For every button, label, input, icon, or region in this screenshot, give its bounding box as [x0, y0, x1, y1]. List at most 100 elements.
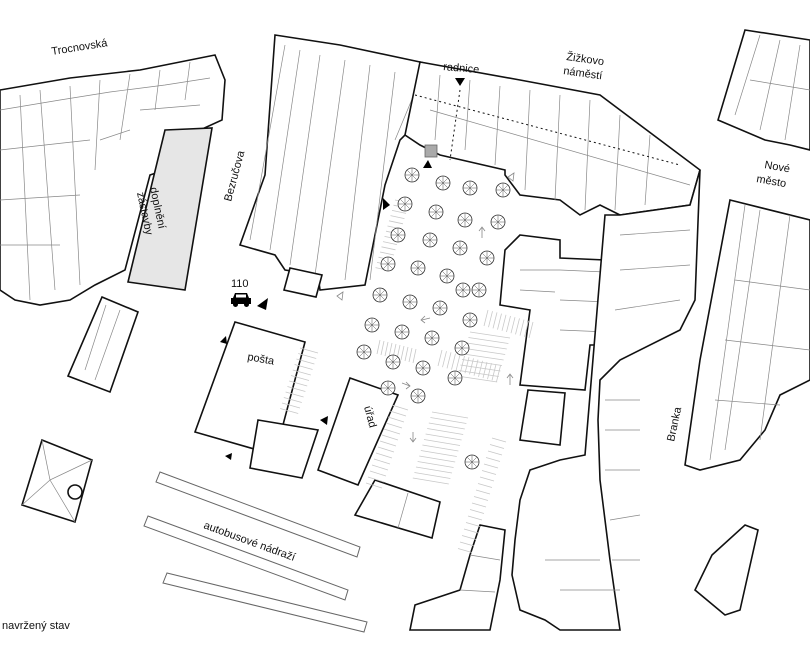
tree-icon [457, 212, 473, 228]
parking-stall [467, 515, 483, 521]
parking-stall [382, 241, 398, 245]
tree-icon [479, 250, 495, 266]
parking-stall [487, 450, 503, 456]
tree-icon [490, 214, 506, 230]
parking-stall [420, 450, 457, 457]
infill-block [127, 127, 213, 291]
label-zizkovo-2: náměstí [563, 65, 603, 82]
block-zizkovo [404, 61, 701, 216]
tree-icon [462, 180, 478, 196]
parking-stall [483, 309, 489, 327]
parking-stall [461, 535, 477, 540]
tree-icon [364, 317, 380, 333]
parking-stall [446, 352, 452, 369]
parking-stall [296, 358, 315, 365]
tree-icon [397, 196, 413, 212]
parking-stall [375, 452, 393, 459]
parking-stall [423, 439, 461, 446]
parking-stall [404, 346, 409, 362]
label-posta: pošta [246, 351, 275, 368]
parking-stall [383, 428, 401, 435]
parking-stall [496, 365, 501, 382]
parking-stall [283, 397, 302, 403]
parking-stall [376, 339, 381, 355]
parking-stall [377, 446, 395, 453]
parking-stall [442, 351, 447, 368]
parking-stall [477, 483, 493, 488]
label-trocnovska: Trocnovská [51, 37, 109, 58]
tree-icon [422, 232, 438, 248]
parking-stall [501, 314, 507, 331]
tree-icon [372, 287, 388, 303]
parking-stall [290, 375, 310, 381]
tree-icon [495, 182, 511, 198]
parking-stall [463, 353, 504, 361]
parking-stall [285, 391, 304, 398]
car-icon [231, 293, 251, 307]
block-top-right [717, 29, 810, 151]
parking-stall [464, 357, 470, 374]
parking-stall [489, 444, 505, 449]
trees-group [356, 167, 511, 470]
parking-stall [387, 416, 405, 423]
parking-stall [469, 331, 511, 339]
tree-icon [432, 300, 448, 316]
parking-stall [379, 251, 395, 256]
parking-stall [473, 359, 479, 376]
parking-stall [465, 348, 506, 355]
parking-stall [280, 408, 299, 414]
parking-stall [422, 444, 459, 452]
parking-stall [414, 472, 451, 479]
block-bottom-right [694, 524, 759, 616]
tree-icon [447, 370, 463, 386]
tree-icon [380, 380, 396, 396]
parking-stall [455, 354, 461, 371]
block-bus-south [409, 524, 506, 631]
tree-icon [356, 344, 372, 360]
parking-stall [519, 319, 525, 336]
label-branka: Branka [665, 405, 684, 442]
parking-stall [460, 355, 465, 373]
parking-stall [524, 320, 529, 337]
tree-icon [402, 294, 418, 310]
radnice-marker [424, 144, 438, 158]
tree-icon [394, 324, 410, 340]
label-route-110: 110 [231, 278, 249, 290]
parking-stall [482, 361, 488, 379]
parking-stall [478, 360, 483, 377]
parking-stall [451, 353, 456, 370]
parking-stall [408, 347, 413, 363]
parking-stall [491, 437, 507, 443]
parking-stall [385, 422, 403, 429]
block-nove-mesto [684, 199, 810, 471]
parking-stall [483, 463, 499, 469]
parking-stall [491, 364, 497, 381]
parking-stall [465, 522, 481, 527]
parking-stall [471, 502, 487, 508]
tree-icon [410, 388, 426, 404]
label-nove-2: město [755, 173, 787, 190]
block-bottom-left [21, 438, 93, 524]
parking-stall [431, 411, 469, 419]
parking-stall [391, 210, 407, 214]
parking-stall [466, 342, 507, 350]
parking-stall [381, 246, 396, 251]
tree-icon [415, 360, 431, 376]
parking-stall [487, 363, 492, 380]
label-radnice: radnice [443, 61, 480, 76]
block-courtyard-east [499, 234, 611, 391]
parking-stall [367, 476, 385, 483]
parking-stall [388, 220, 404, 225]
parking-stall [437, 349, 443, 367]
parking-stall [419, 455, 456, 463]
parking-stall [528, 321, 534, 339]
parking-stall [389, 410, 407, 417]
parking-stall [481, 470, 497, 475]
parking-stall [469, 358, 474, 375]
parking-stall [292, 369, 311, 376]
parking-stall [492, 312, 498, 329]
tree-icon [454, 340, 470, 356]
tree-icon [435, 175, 451, 191]
parking-stall [412, 348, 417, 364]
parking-stall [427, 428, 464, 435]
